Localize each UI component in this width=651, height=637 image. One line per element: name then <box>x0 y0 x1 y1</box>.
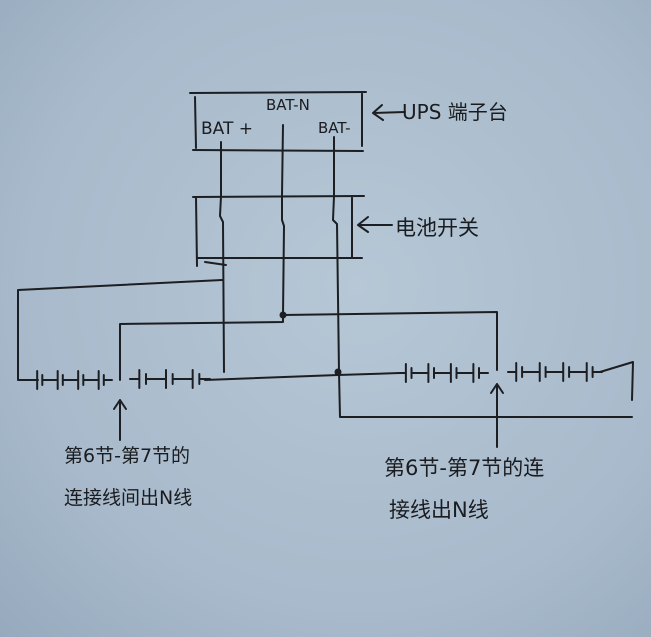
battery-strings <box>29 362 603 390</box>
left-note-line-2: 连接线间出N线 <box>64 487 192 509</box>
right-note-line-1: 第6节-第7节的连 <box>384 456 544 480</box>
battery-cell-string <box>29 370 113 390</box>
terminal-bat-minus: BAT- <box>318 119 351 137</box>
ups-terminal-block: BAT + BAT-N BAT- UPS 端子台 <box>189 91 508 152</box>
battery-switch-label: 电池开关 <box>395 216 479 240</box>
arrow-left-icon <box>372 104 406 121</box>
arrow-up-icon <box>113 399 127 441</box>
terminal-bat-plus: BAT + <box>201 119 253 139</box>
battery-cell-string <box>397 363 489 383</box>
arrow-up-icon <box>490 383 504 448</box>
ups-terminal-label: UPS 端子台 <box>402 100 508 124</box>
left-note-line-1: 第6节-第7节的 <box>64 445 190 467</box>
wires <box>17 124 634 418</box>
right-note-line-2: 接线出N线 <box>389 498 489 522</box>
battery-cell-string <box>129 369 211 389</box>
arrow-left-icon <box>357 216 393 233</box>
terminal-bat-n: BAT-N <box>266 96 310 114</box>
battery-switch: 电池开关 <box>192 195 479 267</box>
battery-cell-string <box>507 362 603 382</box>
